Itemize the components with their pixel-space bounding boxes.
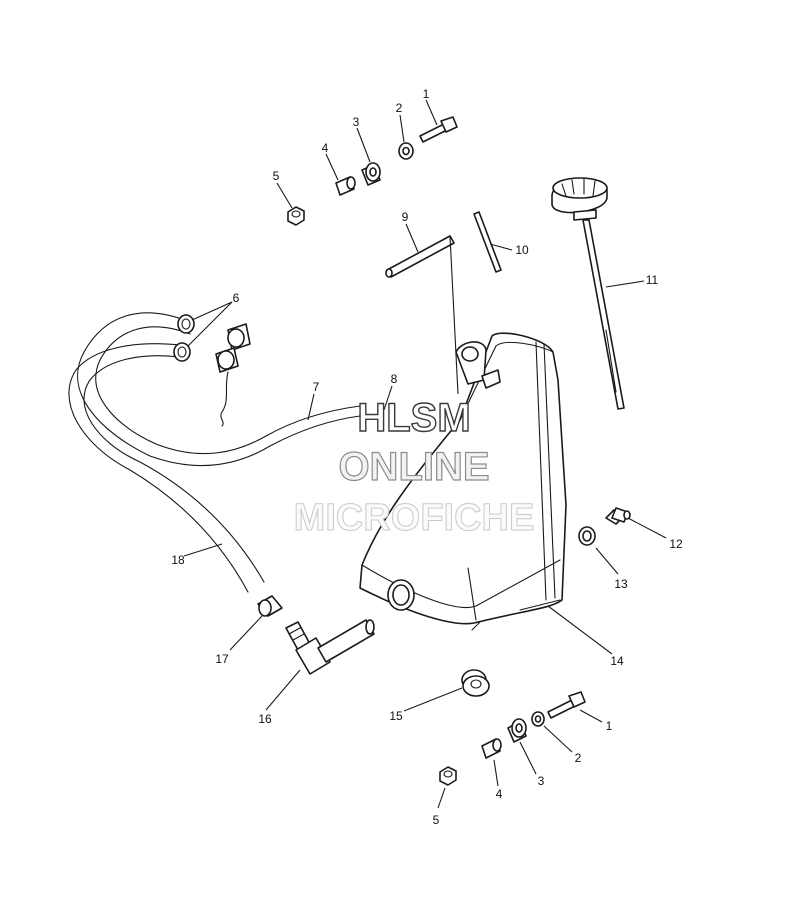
callout-11: 11: [646, 273, 659, 287]
watermark-line-3: MICROFICHE: [294, 497, 535, 539]
callout-1-top: 1: [423, 87, 430, 101]
grommet-15: [461, 669, 490, 697]
fitting-12: [605, 507, 631, 525]
callout-18: 18: [171, 553, 185, 567]
callout-2-top: 2: [396, 101, 403, 115]
callout-labels: 1 2 3 4 5 6 7 8 9 10 11 12 13 14 15 16 1…: [171, 87, 683, 827]
callout-16: 16: [258, 712, 272, 726]
callout-3-top: 3: [353, 115, 360, 129]
watermark: HLSM ONLINE MICROFICHE: [293, 395, 535, 539]
washer-2-bottom: [531, 711, 545, 727]
elbow-fitting-16: [285, 619, 375, 675]
washer-2-top: [398, 142, 414, 160]
callout-15: 15: [389, 709, 403, 723]
dipstick-cap-11: [551, 177, 625, 410]
ferrule-17: [257, 595, 283, 617]
hose-18: [68, 343, 265, 593]
hose-7: [77, 312, 361, 466]
clamp-6-b: [173, 342, 191, 362]
watermark-line-2: ONLINE: [338, 445, 489, 489]
oil-tank-14: [359, 332, 567, 631]
callout-14: 14: [610, 654, 624, 668]
fittings-near-6: [215, 323, 251, 427]
callout-1-bottom: 1: [606, 719, 613, 733]
callout-8: 8: [391, 372, 398, 386]
nut-5-bottom: [439, 766, 457, 786]
callout-17: 17: [215, 652, 229, 666]
spacer-4-top: [335, 176, 356, 196]
clamp-6-a: [177, 314, 195, 334]
callout-3-bottom: 3: [538, 774, 545, 788]
callout-10: 10: [515, 243, 529, 257]
callout-2-bottom: 2: [575, 751, 582, 765]
washer-13: [578, 526, 596, 546]
callout-12: 12: [669, 537, 683, 551]
bolt-1-bottom: [547, 691, 586, 719]
callout-7: 7: [313, 380, 320, 394]
bushing-3-bottom: [507, 718, 527, 743]
watermark-line-1: HLSM: [357, 396, 470, 440]
nut-5-top: [287, 206, 305, 226]
rod-9: [385, 235, 455, 278]
callout-9: 9: [402, 210, 409, 224]
pin-10: [473, 211, 502, 273]
callout-5-top: 5: [273, 169, 280, 183]
bolt-1-top: [419, 116, 458, 143]
leader-lines: [183, 99, 667, 809]
callout-13: 13: [614, 577, 628, 591]
spacer-4-bottom: [481, 738, 502, 759]
callout-5-bottom: 5: [433, 813, 440, 827]
callout-6: 6: [233, 291, 240, 305]
callout-4-top: 4: [322, 141, 329, 155]
callout-4-bottom: 4: [496, 787, 503, 801]
bushing-3-top: [361, 162, 381, 186]
